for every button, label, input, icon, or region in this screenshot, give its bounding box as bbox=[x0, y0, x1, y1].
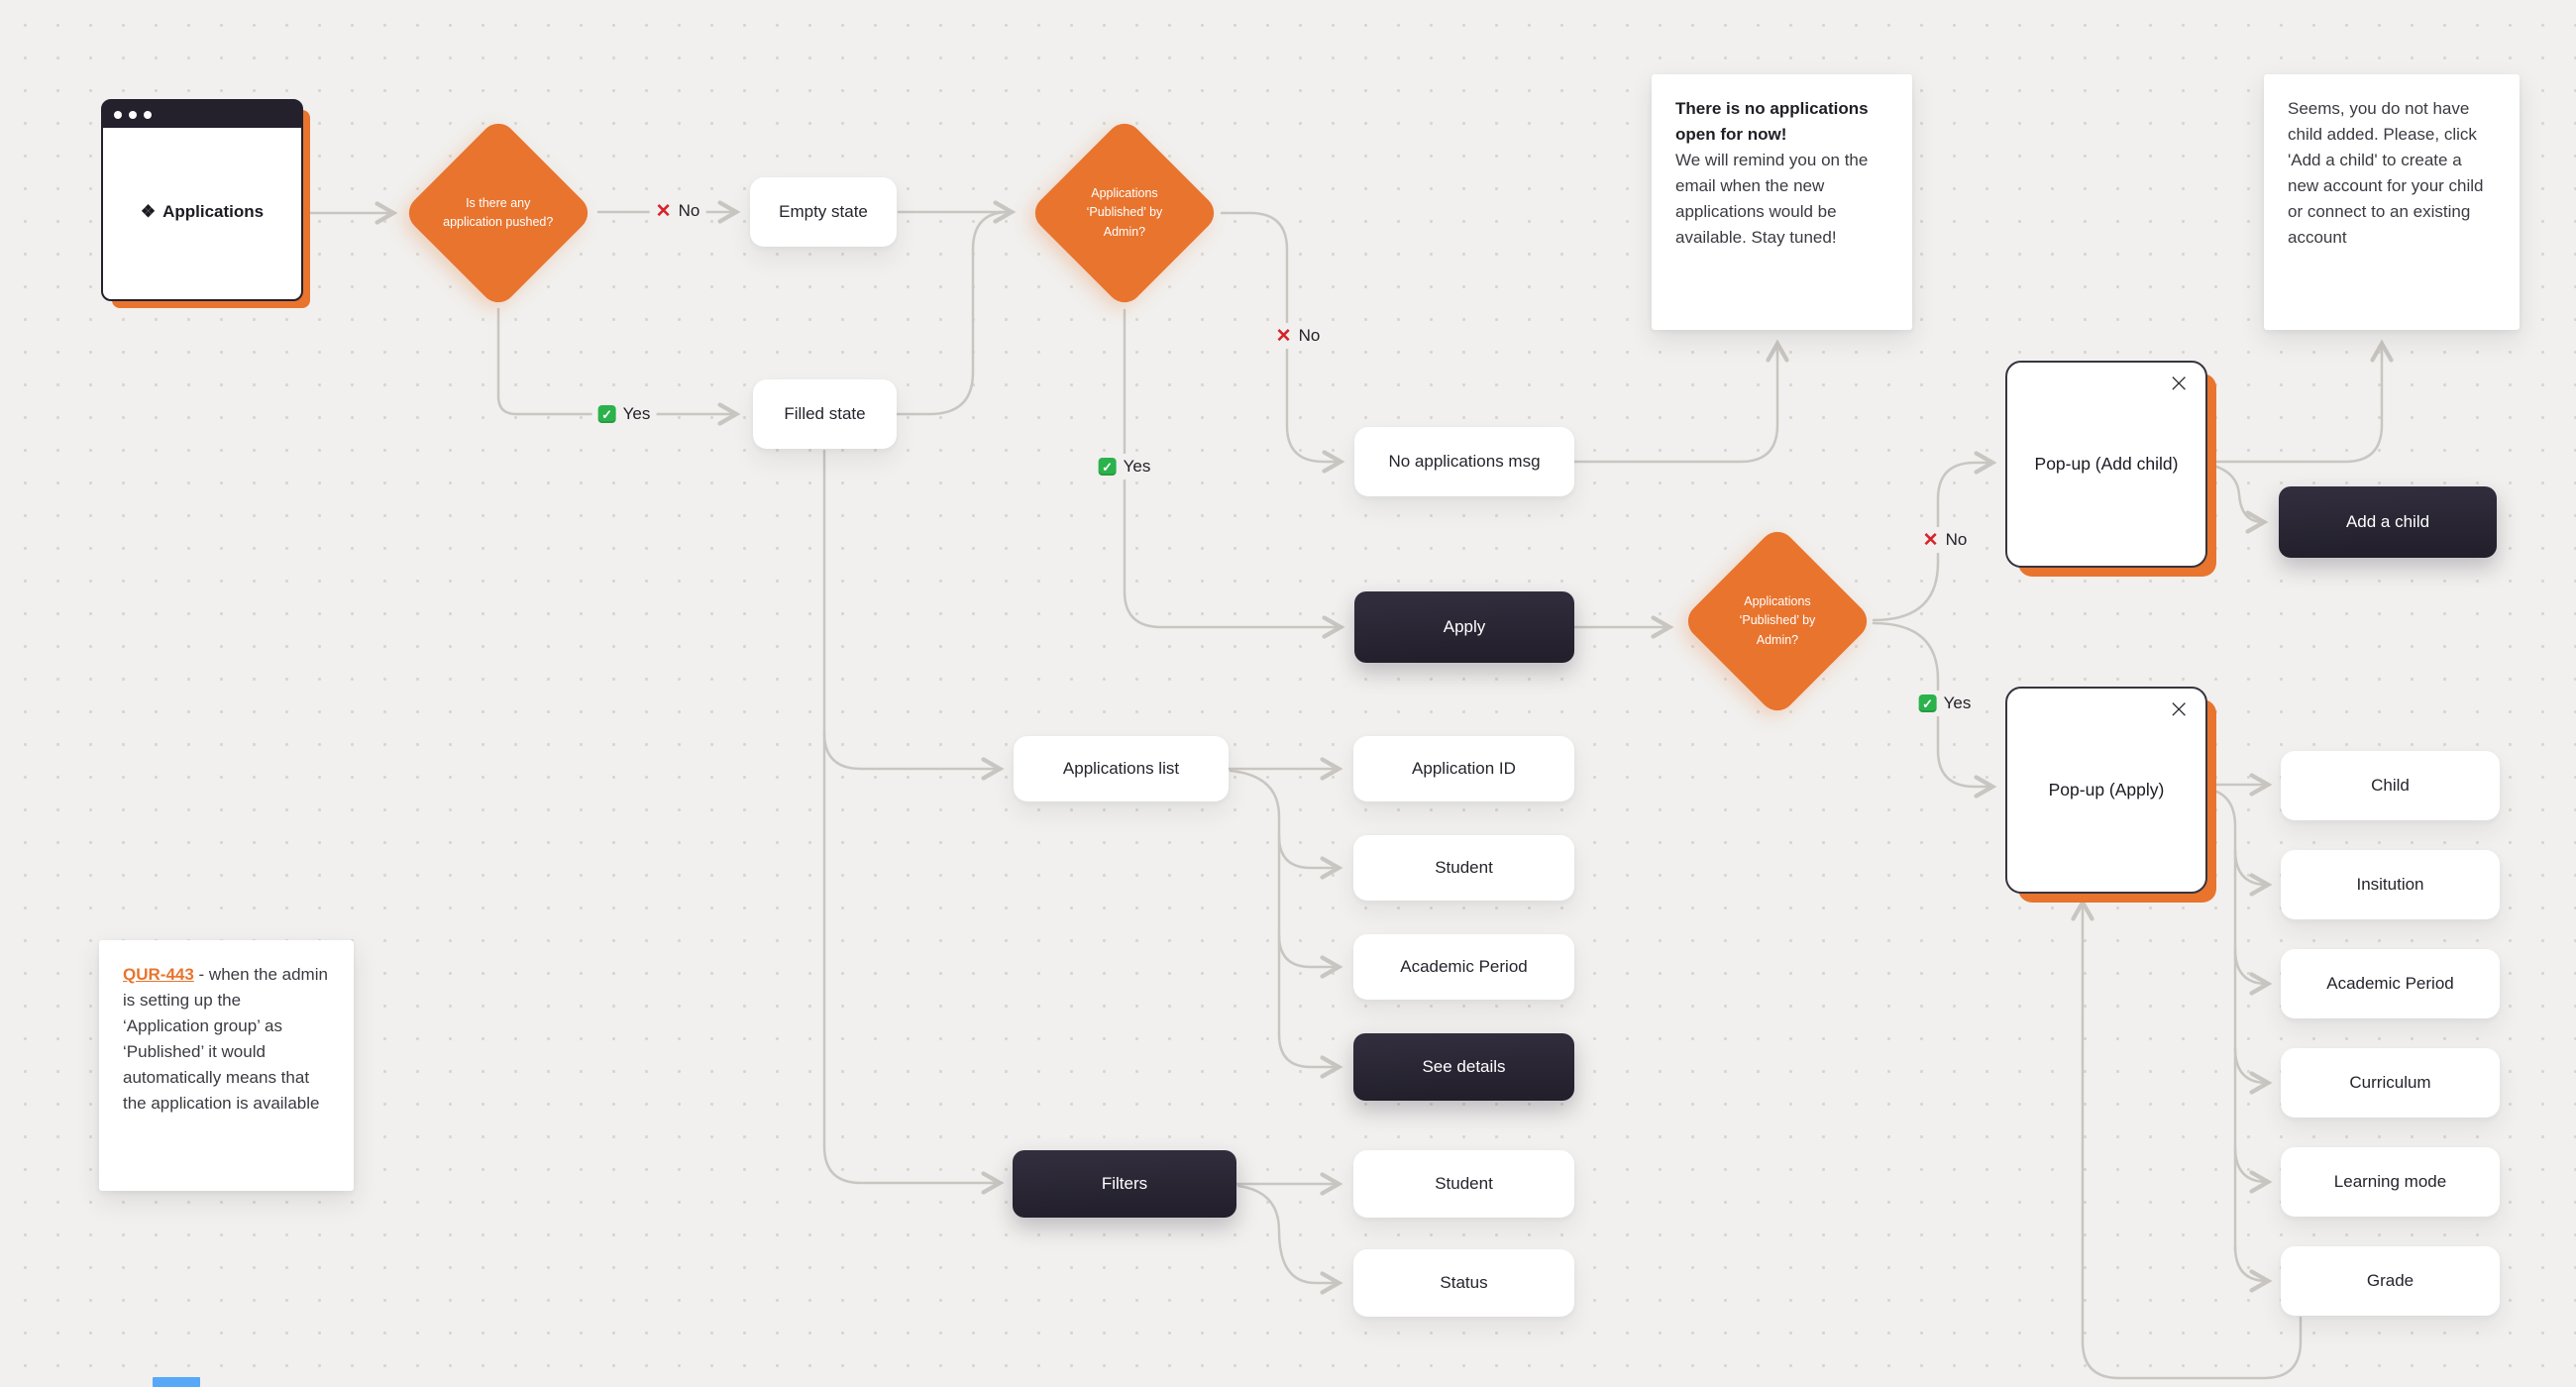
node-status-filter[interactable]: Status bbox=[1353, 1249, 1574, 1317]
decision-label: Is there any application pushed? bbox=[443, 195, 554, 229]
node-label: Add a child bbox=[2345, 512, 2430, 531]
node-label: Empty state bbox=[779, 202, 868, 221]
note-add-child[interactable]: Seems, you do not have child added. Plea… bbox=[2264, 74, 2520, 330]
browser-window-node[interactable]: ❖ Applications bbox=[101, 99, 303, 301]
edge-label-yes-2[interactable]: ✓ Yes bbox=[1092, 454, 1157, 480]
edge-label-yes-3[interactable]: ✓ Yes bbox=[1912, 691, 1978, 716]
applications-flow-icon: ❖ bbox=[140, 201, 157, 221]
node-student[interactable]: Student bbox=[1353, 835, 1574, 901]
check-icon: ✓ bbox=[1918, 694, 1937, 712]
filters-button-node[interactable]: Filters bbox=[1013, 1150, 1236, 1218]
node-label: Filled state bbox=[784, 404, 866, 423]
x-mark-icon: ✕ bbox=[655, 200, 672, 222]
node-label: Applications list bbox=[1062, 759, 1180, 778]
node-label: See details bbox=[1422, 1057, 1506, 1076]
node-academic-period[interactable]: Academic Period bbox=[1353, 934, 1574, 1000]
node-empty-state[interactable]: Empty state bbox=[750, 177, 897, 247]
node-applications-list[interactable]: Applications list bbox=[1014, 736, 1229, 801]
node-grade[interactable]: Grade bbox=[2281, 1246, 2500, 1316]
popup-label: Pop-up (Apply) bbox=[2048, 780, 2165, 800]
node-academic-period-apply[interactable]: Academic Period bbox=[2281, 949, 2500, 1018]
node-child[interactable]: Child bbox=[2281, 751, 2500, 820]
x-mark-icon: ✕ bbox=[1922, 529, 1939, 551]
node-label: Grade bbox=[2366, 1271, 2415, 1290]
node-label: Student bbox=[1435, 858, 1493, 877]
check-icon: ✓ bbox=[1098, 458, 1117, 476]
edge-label-text: Yes bbox=[622, 404, 651, 423]
check-icon: ✓ bbox=[597, 405, 616, 423]
edge-label-text: No bbox=[678, 201, 700, 220]
qur-443-link[interactable]: QUR-443 bbox=[123, 965, 194, 984]
popup-label: Pop-up (Add child) bbox=[2034, 454, 2179, 474]
node-application-id[interactable]: Application ID bbox=[1353, 736, 1574, 801]
note-body: Seems, you do not have child added. Plea… bbox=[2288, 99, 2484, 247]
edge-label-text: No bbox=[1298, 326, 1321, 345]
note-title: There is no applications open for now! bbox=[1675, 99, 1869, 144]
apply-button-node[interactable]: Apply bbox=[1354, 591, 1574, 663]
add-a-child-button-node[interactable]: Add a child bbox=[2279, 486, 2497, 558]
close-icon[interactable]: × bbox=[2168, 369, 2190, 398]
window-dot-icon bbox=[144, 110, 152, 119]
decision-label: Applications ‘Published’ by Admin? bbox=[1086, 185, 1163, 239]
edge-label-text: Yes bbox=[1123, 457, 1151, 476]
node-filled-state[interactable]: Filled state bbox=[753, 379, 897, 449]
edge-label-yes-1[interactable]: ✓ Yes bbox=[591, 401, 657, 427]
decision-label: Applications ‘Published’ by Admin? bbox=[1739, 593, 1816, 647]
node-label: Status bbox=[1440, 1273, 1488, 1292]
window-dot-icon bbox=[114, 110, 122, 119]
close-icon[interactable]: × bbox=[2168, 694, 2190, 724]
node-learning-mode[interactable]: Learning mode bbox=[2281, 1147, 2500, 1217]
popup-apply-node[interactable]: × Pop-up (Apply) bbox=[2005, 687, 2207, 894]
note-no-applications[interactable]: There is no applications open for now! W… bbox=[1652, 74, 1912, 330]
canvas-selection-artifact bbox=[153, 1377, 200, 1387]
node-label: No applications msg bbox=[1388, 452, 1541, 471]
node-label: Academic Period bbox=[1400, 957, 1528, 976]
note-qur-443[interactable]: QUR-443 - when the admin is setting up t… bbox=[99, 940, 354, 1191]
window-dot-icon bbox=[129, 110, 137, 119]
edge-label-no-3[interactable]: ✕ No bbox=[1916, 527, 1974, 553]
edge-label-no-1[interactable]: ✕ No bbox=[649, 198, 706, 224]
node-label: Learning mode bbox=[2333, 1172, 2447, 1191]
node-insitution[interactable]: Insitution bbox=[2281, 850, 2500, 919]
browser-title-bar bbox=[103, 101, 301, 128]
note-body: - when the admin is setting up the ‘Appl… bbox=[123, 965, 328, 1113]
node-label: Application ID bbox=[1412, 759, 1516, 778]
node-label: Insitution bbox=[2356, 875, 2424, 894]
node-label: Curriculum bbox=[2349, 1073, 2431, 1092]
node-label: Filters bbox=[1101, 1174, 1148, 1193]
edge-label-no-2[interactable]: ✕ No bbox=[1269, 323, 1327, 349]
edge-label-text: Yes bbox=[1943, 694, 1972, 712]
node-label: Student bbox=[1435, 1174, 1493, 1193]
browser-window-title: Applications bbox=[162, 201, 265, 221]
node-label: Academic Period bbox=[2326, 974, 2454, 993]
see-details-button-node[interactable]: See details bbox=[1353, 1033, 1574, 1101]
note-body: We will remind you on the email when the… bbox=[1675, 151, 1869, 247]
node-no-applications-msg[interactable]: No applications msg bbox=[1354, 427, 1574, 496]
node-curriculum[interactable]: Curriculum bbox=[2281, 1048, 2500, 1118]
node-label: Apply bbox=[1443, 617, 1486, 636]
node-label: Child bbox=[2371, 776, 2410, 795]
node-student-filter[interactable]: Student bbox=[1353, 1150, 1574, 1218]
x-mark-icon: ✕ bbox=[1275, 325, 1292, 347]
edge-label-text: No bbox=[1945, 530, 1968, 549]
popup-add-child-node[interactable]: × Pop-up (Add child) bbox=[2005, 361, 2207, 568]
